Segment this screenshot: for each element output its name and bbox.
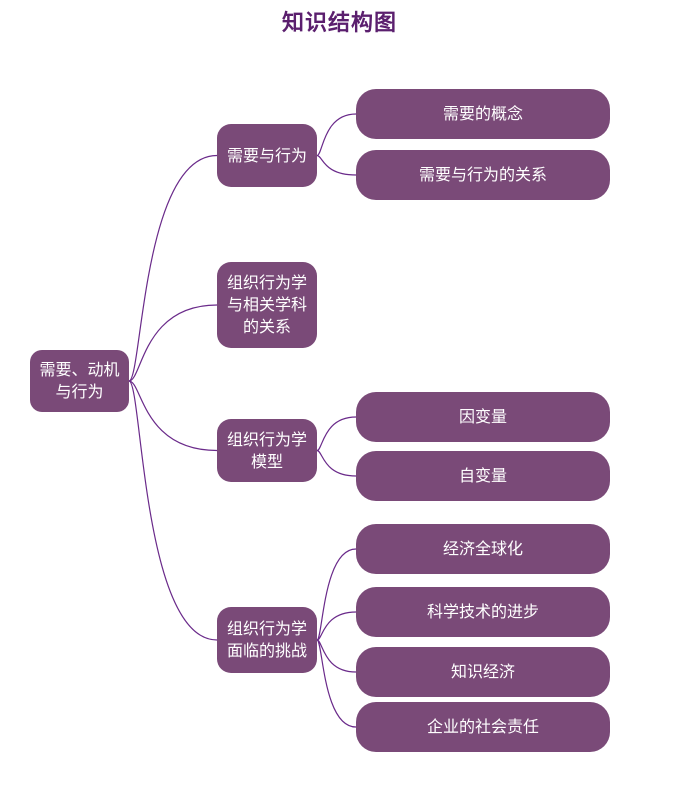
branch-node-need-behavior[interactable]: 需要与行为 bbox=[217, 124, 317, 187]
leaf-node-economic-globalization[interactable]: 经济全球化 bbox=[356, 524, 610, 574]
connector-root-to-branch-node-ob-challenges bbox=[128, 380, 218, 641]
root-node[interactable]: 需要、动机与行为 bbox=[30, 350, 129, 412]
leaf-node-corporate-social-responsibility[interactable]: 企业的社会责任 bbox=[356, 702, 610, 752]
branch-node-ob-challenges[interactable]: 组织行为学面临的挑战 bbox=[217, 607, 317, 673]
leaf-node-technology-progress[interactable]: 科学技术的进步 bbox=[356, 587, 610, 637]
connector-root-to-branch-node-need-behavior bbox=[128, 154, 218, 382]
connector-root-to-branch-node-ob-related-disciplines bbox=[128, 304, 218, 382]
connector-branch-node-ob-model-to-leaf-node-independent-variable bbox=[316, 449, 357, 477]
leaf-node-independent-variable[interactable]: 自变量 bbox=[356, 451, 610, 501]
leaf-node-need-concept[interactable]: 需要的概念 bbox=[356, 89, 610, 139]
connector-branch-node-ob-challenges-to-leaf-node-technology-progress bbox=[316, 611, 357, 641]
leaf-node-need-behavior-relation[interactable]: 需要与行为的关系 bbox=[356, 150, 610, 200]
connector-branch-node-ob-challenges-to-leaf-node-corporate-social-responsibility bbox=[316, 639, 357, 728]
branch-node-ob-related-disciplines[interactable]: 组织行为学与相关学科的关系 bbox=[217, 262, 317, 348]
leaf-node-dependent-variable[interactable]: 因变量 bbox=[356, 392, 610, 442]
connector-branch-node-ob-model-to-leaf-node-dependent-variable bbox=[316, 416, 357, 452]
branch-node-ob-model[interactable]: 组织行为学模型 bbox=[217, 419, 317, 482]
connector-branch-node-ob-challenges-to-leaf-node-economic-globalization bbox=[316, 548, 357, 641]
leaf-node-knowledge-economy[interactable]: 知识经济 bbox=[356, 647, 610, 697]
connector-branch-node-need-behavior-to-leaf-node-need-behavior-relation bbox=[316, 154, 357, 176]
connector-branch-node-need-behavior-to-leaf-node-need-concept bbox=[316, 113, 357, 157]
connector-root-to-branch-node-ob-model bbox=[128, 380, 218, 452]
diagram-title: 知识结构图 bbox=[281, 11, 397, 36]
